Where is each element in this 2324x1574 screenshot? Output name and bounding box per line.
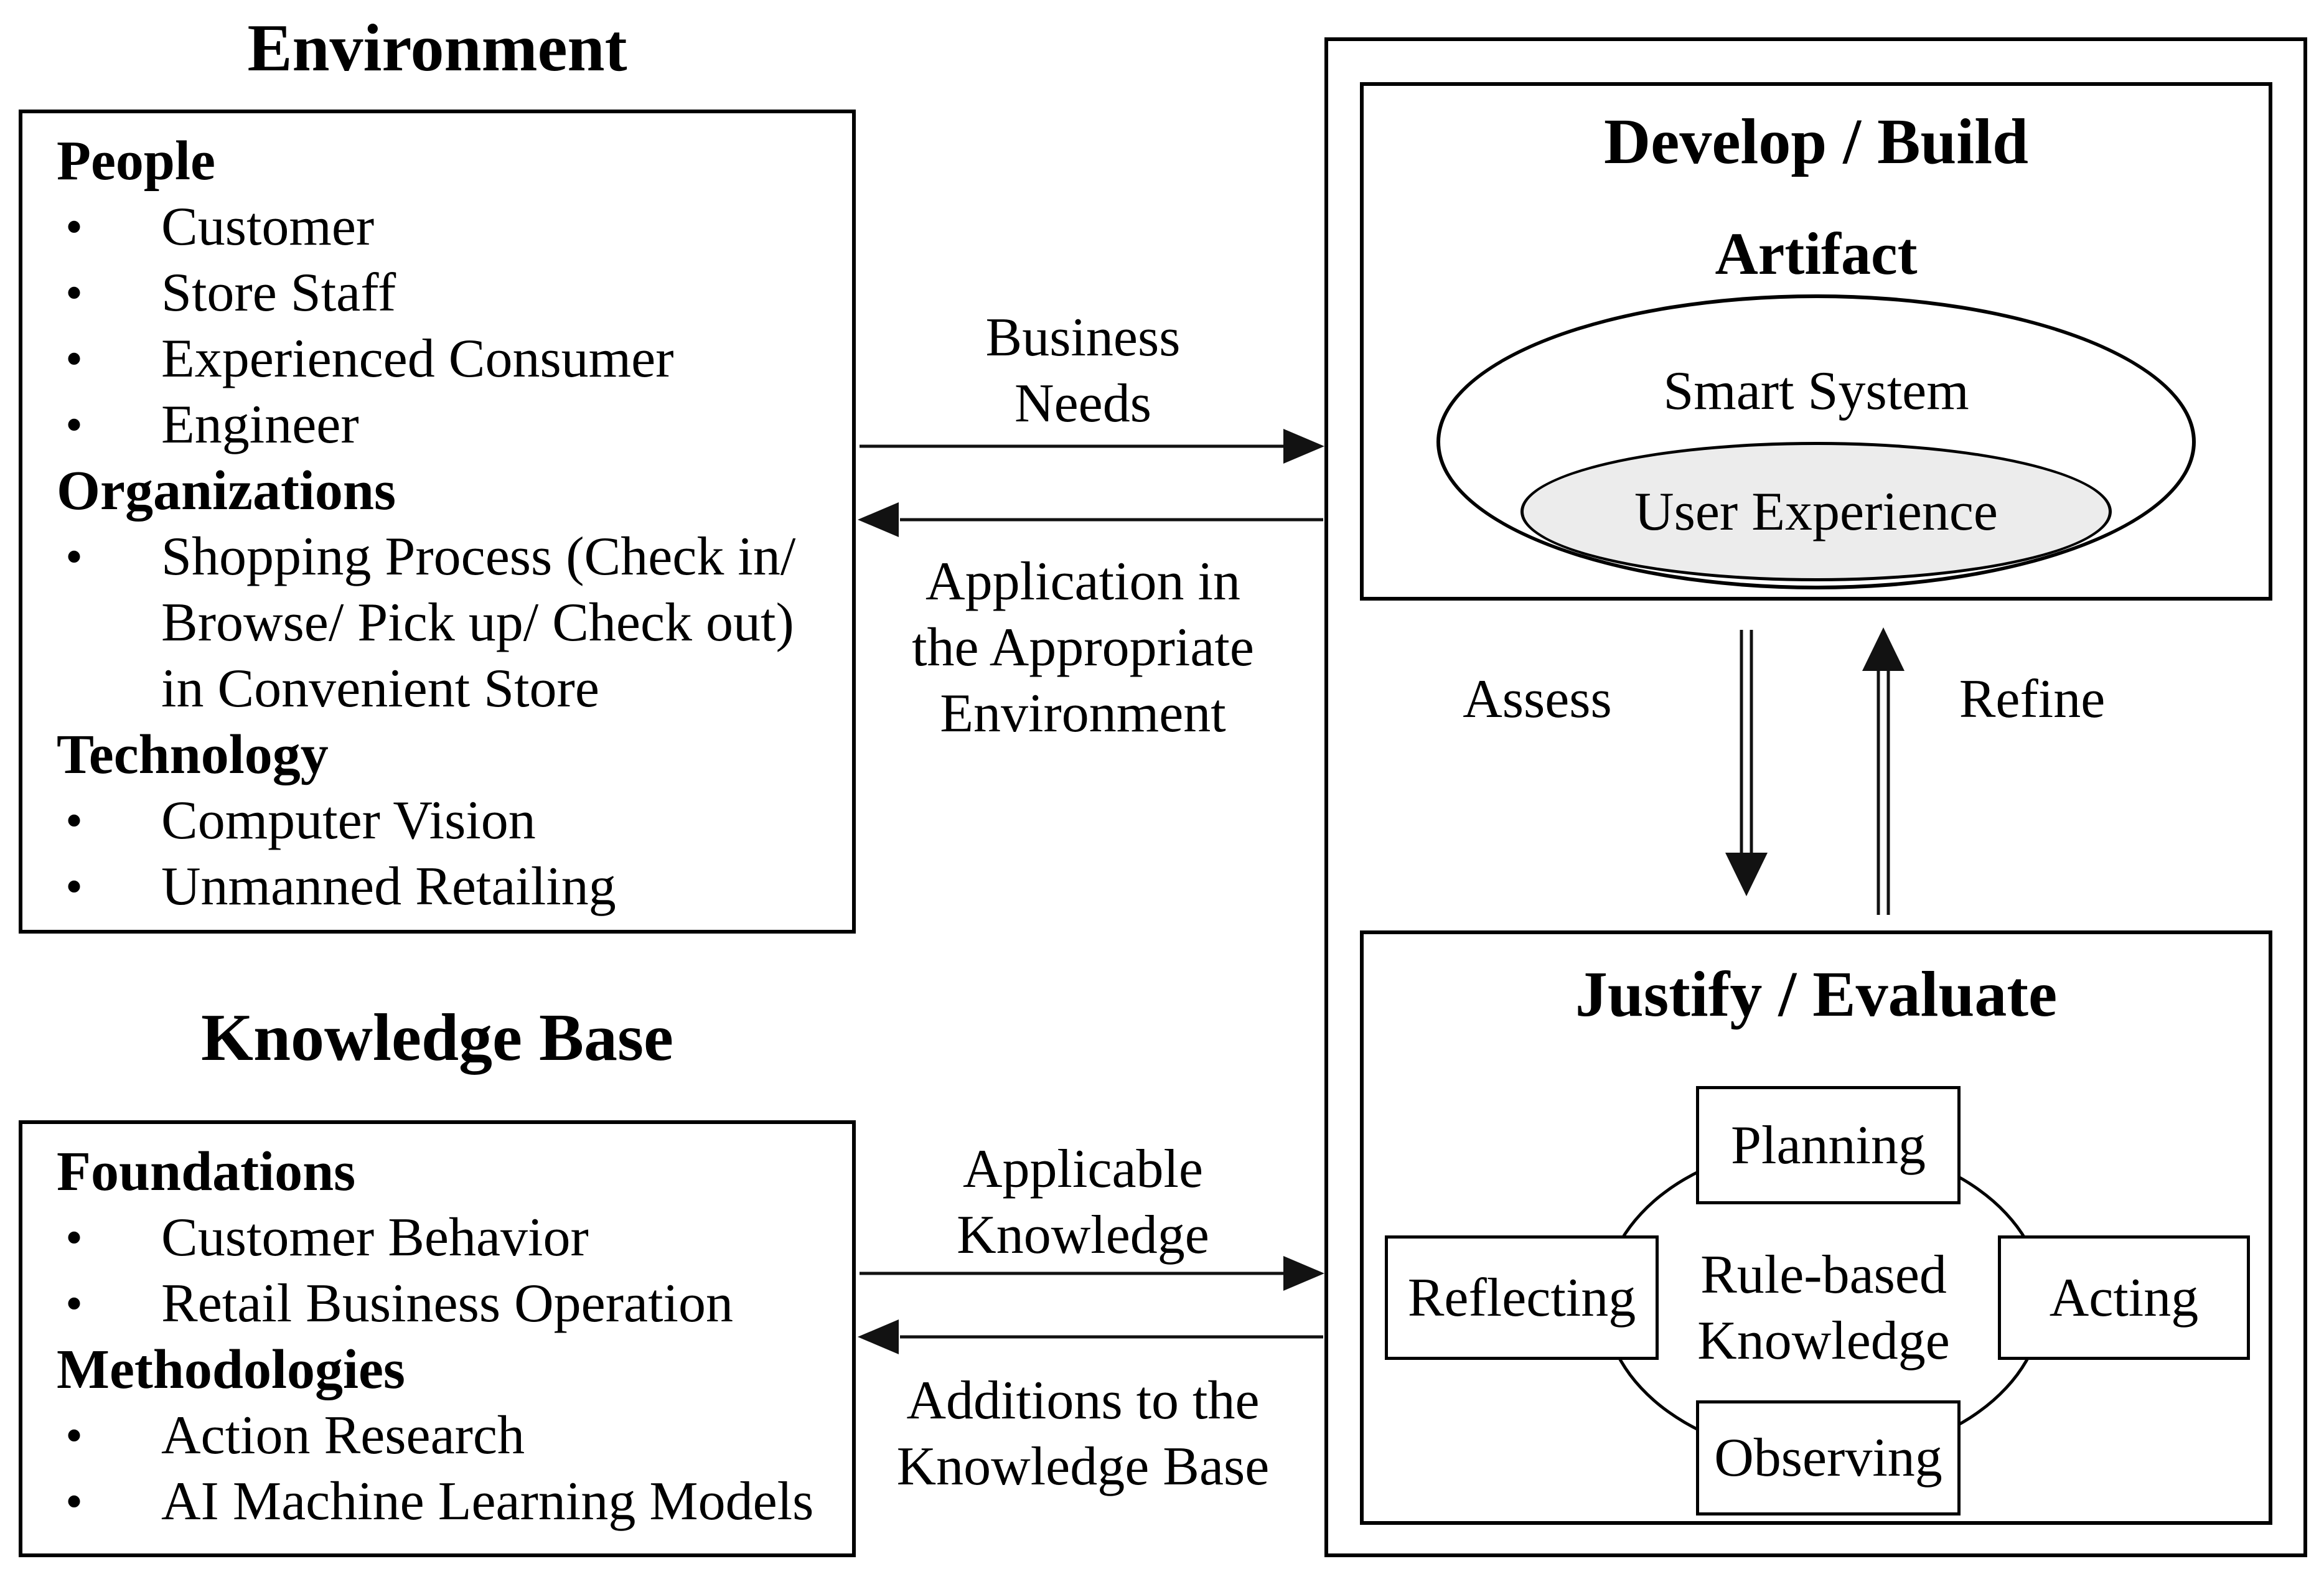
bullet-icon: • — [65, 332, 83, 386]
acting-step-box: Acting — [1998, 1235, 2250, 1360]
knowledge-base-content: Foundations • Customer Behavior • Retail… — [22, 1124, 852, 1535]
environment-box: People • Customer • Store Staff • Experi… — [19, 110, 856, 934]
environment-heading-people: People — [57, 130, 215, 192]
applicable-knowledge-label: Applicable Knowledge — [957, 1139, 1209, 1265]
observing-label: Observing — [1714, 1428, 1942, 1488]
reflecting-step-box: Reflecting — [1385, 1235, 1659, 1360]
knowledge-base-title: Knowledge Base — [200, 1001, 673, 1075]
list-item: • Customer — [57, 194, 835, 260]
list-item: • Computer Vision — [57, 788, 835, 854]
bullet-icon: • — [65, 1474, 83, 1529]
list-item: • Action Research — [57, 1403, 835, 1469]
bullet-icon: • — [65, 266, 83, 321]
additions-knowledge-arrow-icon — [858, 1319, 1323, 1354]
business-needs-label: Business Needs — [985, 307, 1181, 434]
application-environment-arrow-icon — [858, 502, 1323, 537]
bullet-icon: • — [65, 1277, 83, 1331]
knowledge-base-box: Foundations • Customer Behavior • Retail… — [19, 1120, 856, 1557]
observing-step-box: Observing — [1696, 1400, 1961, 1515]
kb-heading-foundations: Foundations — [57, 1141, 356, 1202]
list-item: • Shopping Process (Check in/ Browse/ Pi… — [57, 524, 835, 722]
list-item: • Customer Behavior — [57, 1205, 835, 1271]
refine-label: Refine — [1959, 669, 2106, 729]
justify-evaluate-title: Justify / Evaluate — [1575, 958, 2058, 1030]
kb-heading-methodologies: Methodologies — [57, 1339, 405, 1400]
reflecting-label: Reflecting — [1407, 1267, 1636, 1328]
list-item: • Retail Business Operation — [57, 1271, 835, 1337]
bullet-icon: • — [65, 530, 83, 584]
planning-label: Planning — [1731, 1115, 1926, 1176]
list-item: • Experienced Consumer — [57, 326, 835, 392]
additions-knowledge-base-label: Additions to the Knowledge Base — [896, 1370, 1270, 1497]
bullet-icon: • — [65, 398, 83, 452]
environment-title: Environment — [247, 11, 627, 85]
bullet-icon: • — [65, 200, 83, 255]
bullet-icon: • — [65, 860, 83, 914]
assess-label: Assess — [1463, 669, 1612, 729]
application-environment-label: Application in the Appropriate Environme… — [912, 551, 1254, 744]
list-item: • AI Machine Learning Models — [57, 1469, 835, 1535]
environment-content: People • Customer • Store Staff • Experi… — [22, 113, 852, 920]
rule-based-knowledge-label: Rule-based Knowledge — [1697, 1245, 1950, 1371]
bullet-icon: • — [65, 1211, 83, 1265]
planning-step-box: Planning — [1696, 1086, 1961, 1204]
environment-heading-technology: Technology — [57, 724, 329, 785]
artifact-label: Artifact — [1715, 220, 1918, 287]
smart-system-label: Smart System — [1663, 361, 1969, 421]
acting-label: Acting — [2049, 1267, 2199, 1328]
bullet-icon: • — [65, 794, 83, 848]
bullet-icon: • — [65, 1408, 83, 1463]
user-experience-label: User Experience — [1634, 482, 1998, 542]
list-item: • Engineer — [57, 392, 835, 458]
list-item: • Unmanned Retailing — [57, 854, 835, 920]
user-experience-ellipse — [1520, 442, 2112, 581]
develop-build-title: Develop / Build — [1604, 106, 2028, 177]
environment-heading-organizations: Organizations — [57, 460, 396, 522]
list-item: • Store Staff — [57, 260, 835, 326]
